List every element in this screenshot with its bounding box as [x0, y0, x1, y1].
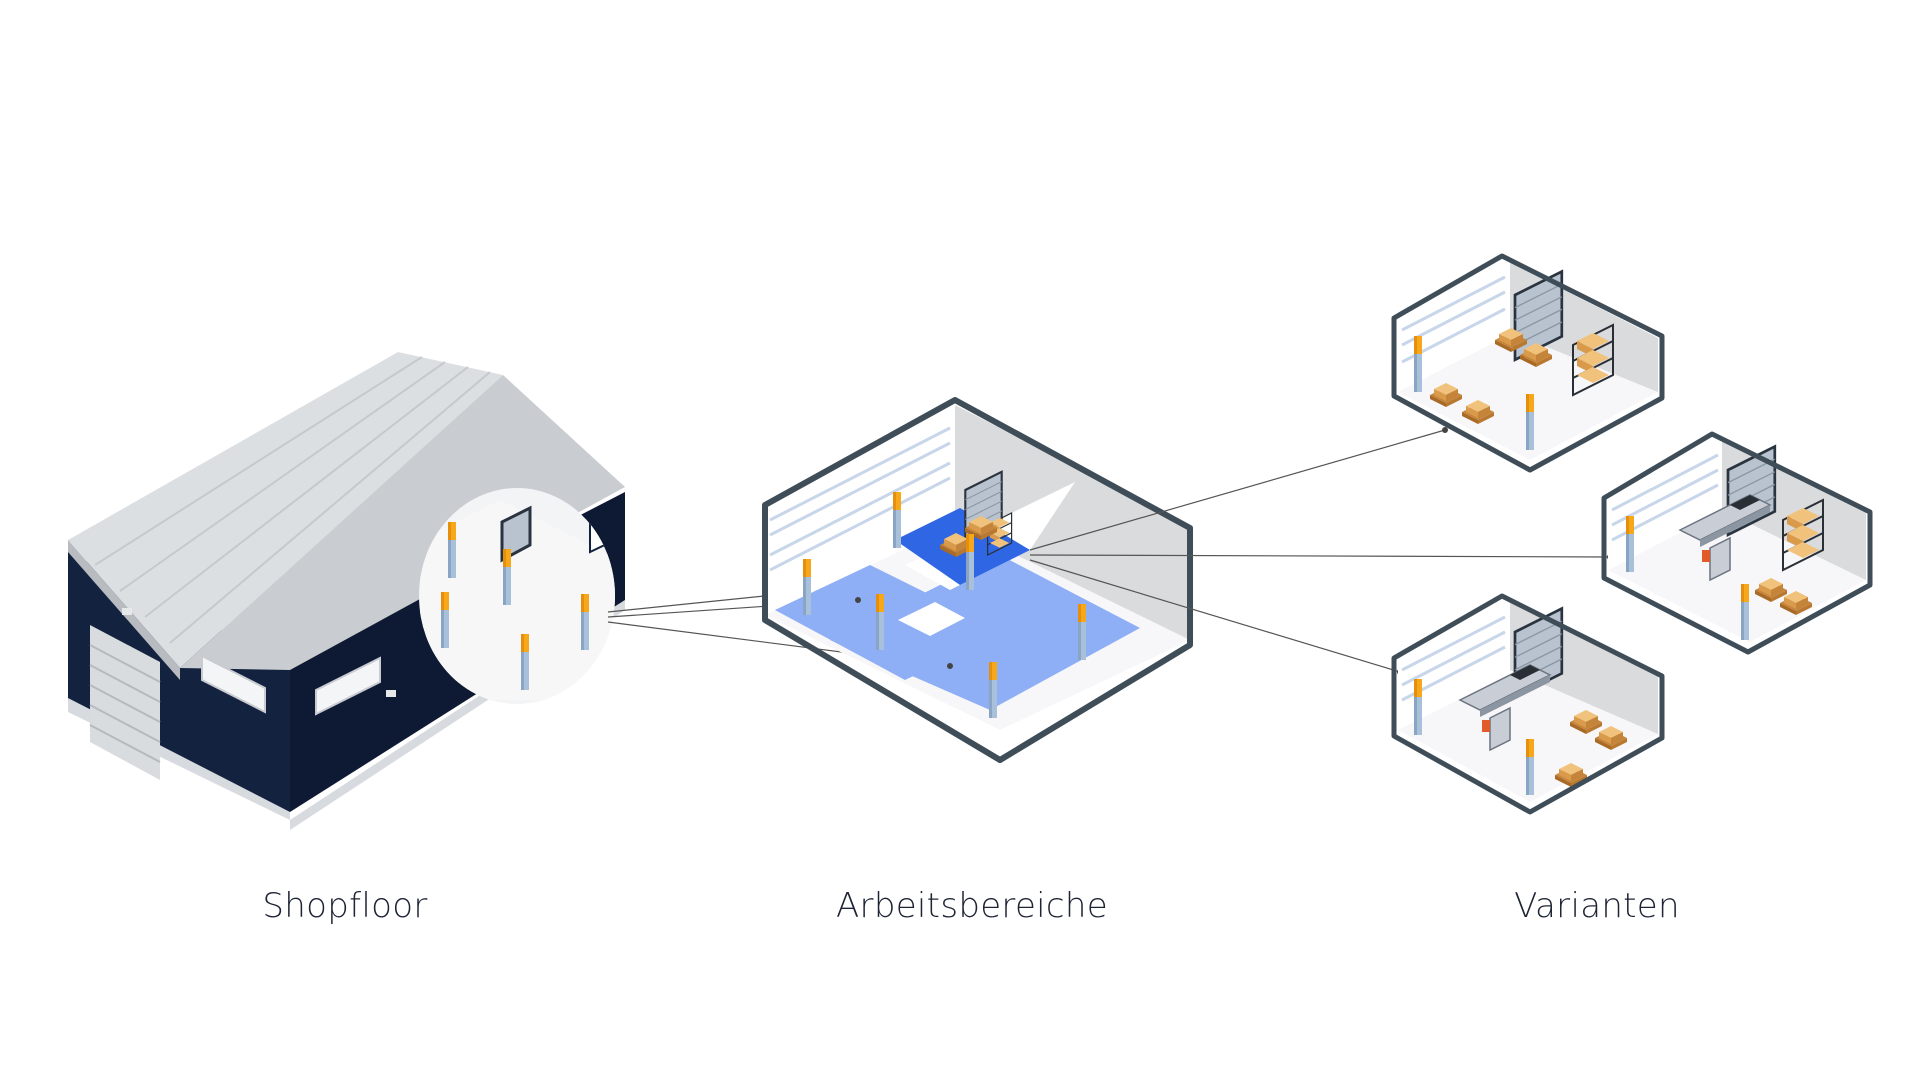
variant-room-2	[1601, 431, 1873, 655]
isometric-room-icon	[762, 397, 1193, 763]
variant-room-1	[1391, 253, 1665, 473]
magnifier-lens	[419, 488, 615, 704]
caption-shopfloor: Shopfloor	[262, 886, 428, 926]
caption-work-areas: Arbeitsbereiche	[836, 886, 1108, 926]
variant-room-3	[1391, 593, 1665, 815]
caption-variants: Varianten	[1514, 886, 1680, 926]
connector-lines-variants	[1029, 429, 1611, 673]
